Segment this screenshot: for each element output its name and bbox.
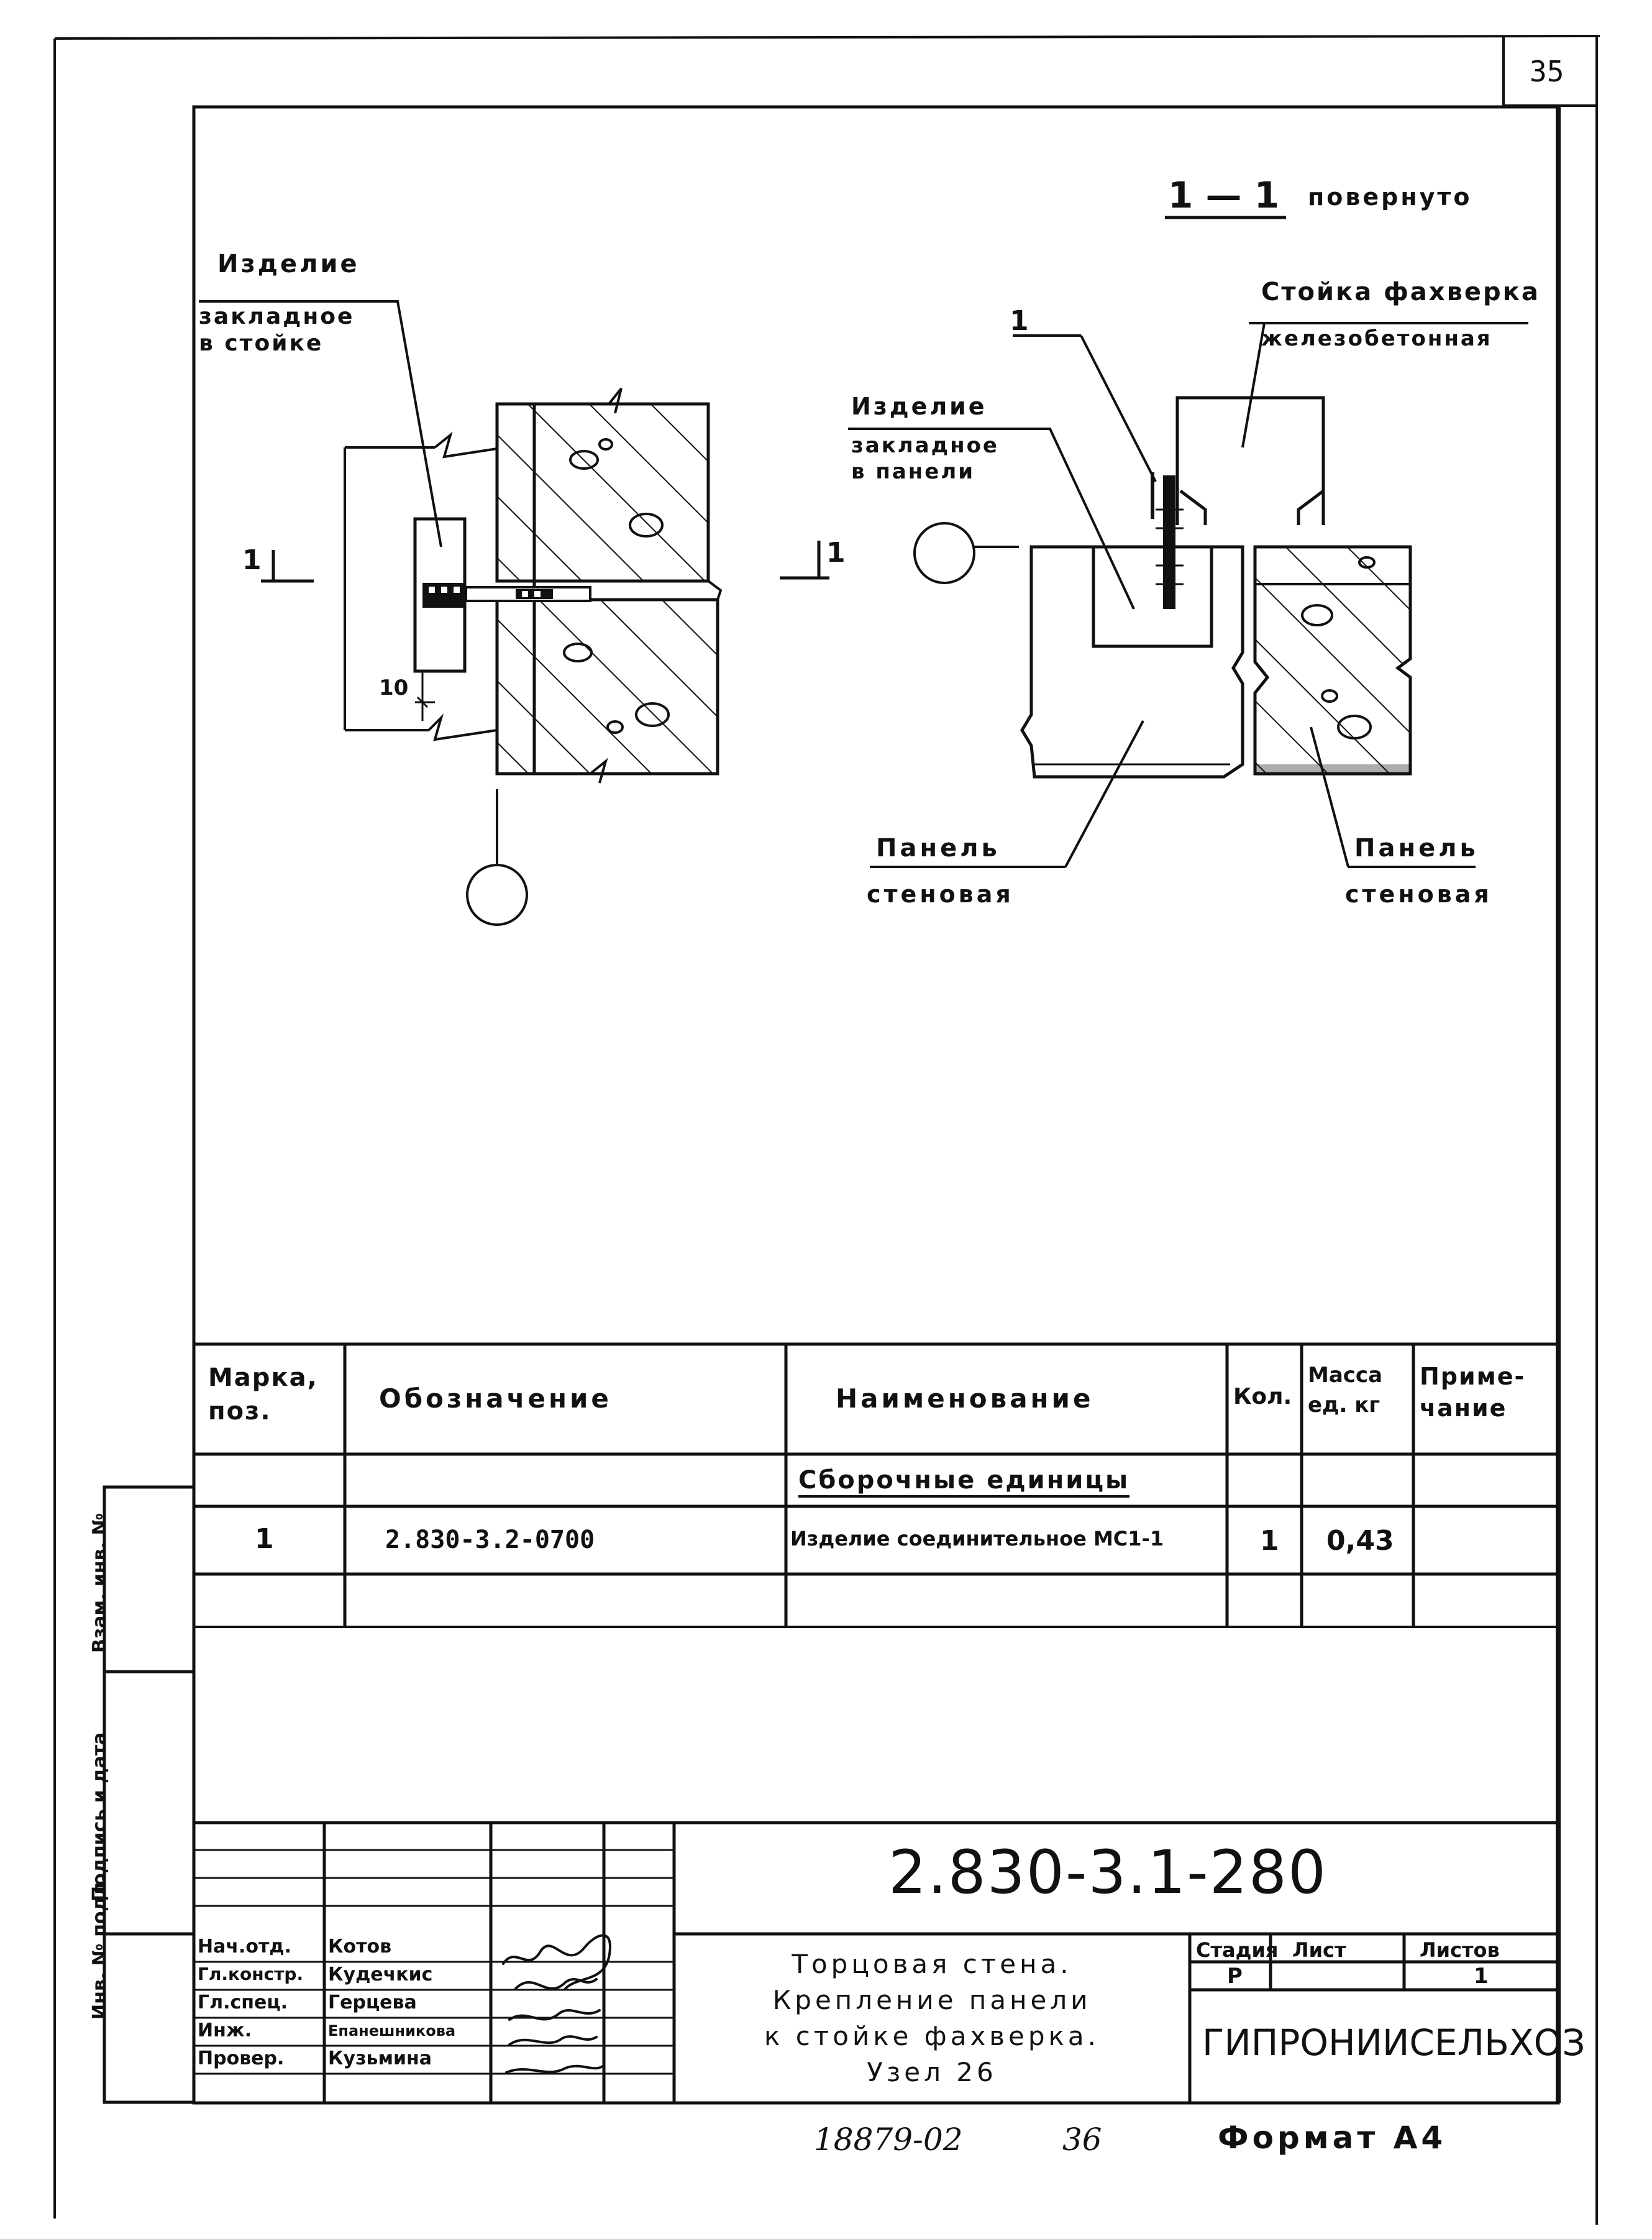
spec-row-qty: 1 [1260,1525,1279,1557]
title-line-4: Узел 26 [867,2057,997,2087]
sheets-header: Листов [1420,1938,1500,1962]
title-line-1: Торцовая стена. [792,1949,1072,1979]
callout-left-embed-line3: в стойке [199,331,324,356]
panel-left-label-line2: стеновая [867,881,1014,908]
staff-role-3: Гл.спец. [198,1992,288,2013]
stage-value: Р [1227,1964,1243,1989]
sheets-value: 1 [1474,1964,1489,1989]
callout-left-embed-line2: закладное [199,304,355,329]
callout-panel-embed-line2: закладное [851,433,999,458]
staff-name-4: Епанешникова [328,2022,456,2040]
spec-table-lines [194,1342,1558,1628]
callout-column-line2: железобетонная [1261,326,1492,351]
staff-role-4: Инж. [198,2020,252,2041]
outer-frame [53,35,1600,2225]
spec-header-note: Приме- чание [1420,1363,1526,1422]
spec-header-name: Наименование [836,1383,1094,1414]
staff-name-1: Котов [328,1936,392,1957]
embed-anchor-panel [1163,475,1175,609]
archive-sheet: 36 [1062,2122,1102,2158]
spec-row-mass: 0,43 [1326,1525,1394,1557]
panel-right-label-line1: Панель [1354,834,1479,863]
spec-row-mark: 1 [255,1523,274,1555]
wall-panel-upper [495,402,710,583]
side-stamp-replaces-inv: Взам. инв. № [89,1513,111,1653]
spec-header-qty: Кол. [1233,1384,1292,1409]
callout-column-line1: Стойка фахверка [1261,278,1540,306]
title-line-2: Крепление панели [772,1985,1092,2015]
staff-name-2: Кудечкис [328,1964,433,1985]
staff-name-3: Герцева [328,1992,417,2013]
spec-header-mark: Марка, поз. [208,1363,318,1426]
detail-bubble-section [913,522,975,584]
staff-name-5: Кузьмина [328,2048,432,2069]
side-stamp-sign-date: Подпись и дата [89,1732,111,1902]
page-number: 35 [1530,55,1564,88]
archive-number: 18879-02 [814,2122,963,2158]
staff-role-1: Нач.отд. [198,1936,291,1957]
spec-row-name: Изделие соединительное МС1-1 [790,1527,1164,1550]
section-note: повернуто [1308,183,1472,211]
position-mark: 1 [1010,305,1029,337]
document-code: 2.830-3.1-280 [888,1838,1328,1907]
sheet-format: Формат А4 [1218,2120,1447,2156]
callout-panel-embed-line3: в панели [851,459,975,484]
staff-role-5: Провер. [198,2048,285,2069]
wall-panel-lower [495,598,719,776]
staff-role-2: Гл.констр. [198,1964,304,1984]
callout-left-embed-line1: Изделие [217,250,360,278]
left-detail [199,300,723,926]
spec-header-designation: Обозначение [379,1383,612,1414]
spec-header-mass: Масса ед. кг [1308,1363,1383,1417]
callout-panel-embed-line1: Изделие [851,393,987,420]
panel-left-label-line1: Панель [876,834,1000,863]
spec-row-designation: 2.830-3.2-0700 [385,1526,595,1554]
section-label: 1 — 1 [1168,174,1280,216]
dimension-10: 10 [379,675,409,700]
spec-section-title: Сборочные единицы [798,1468,1130,1498]
signatures [502,1934,611,2074]
organization-name: ГИПРОНИИСЕЛЬХОЗ [1202,2022,1586,2064]
title-block-lines [194,1821,1558,2103]
sheet-header: Лист [1292,1938,1346,1962]
side-stamp-lines [103,1485,196,2104]
cut-mark-right: 1 [826,537,846,569]
wall-panel-right-section [1253,545,1412,776]
panel-right-label-line2: стеновая [1345,881,1492,908]
title-line-3: к стойке фахверка. [764,2021,1100,2051]
cut-mark-left: 1 [242,544,262,576]
right-detail [780,216,1528,868]
detail-bubble-bottom [466,864,528,926]
stage-header: Стадия [1196,1938,1279,1962]
